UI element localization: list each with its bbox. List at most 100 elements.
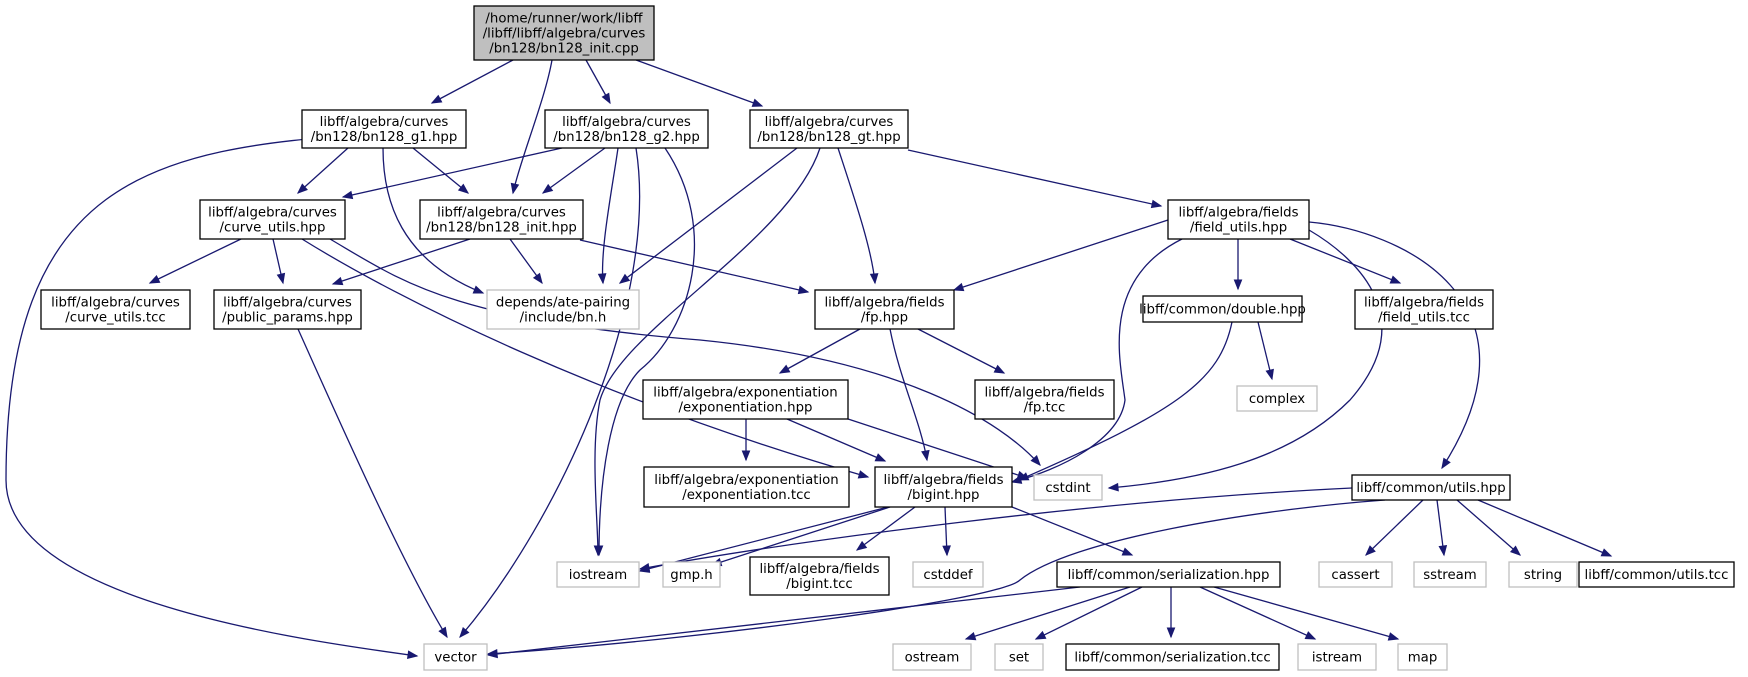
node-label-line: iostream bbox=[569, 568, 627, 583]
node-label-line: cstdint bbox=[1045, 481, 1090, 496]
node-label-line: /curve_utils.tcc bbox=[65, 311, 165, 326]
node-label-line: sstream bbox=[1423, 568, 1477, 583]
edge-gt-to-bn_h bbox=[618, 147, 798, 284]
node-box bbox=[544, 109, 709, 149]
edge-utils_hpp-to-cassert bbox=[1365, 499, 1424, 556]
node-label-line: /include/bn.h bbox=[520, 311, 607, 326]
edge-line bbox=[329, 238, 1041, 466]
node-g2[interactable]: libff/algebra/curves/bn128/bn128_g2.hpp bbox=[544, 109, 709, 149]
edge-arrowhead bbox=[1387, 632, 1400, 641]
edge-arrowhead bbox=[296, 183, 308, 194]
node-curve-utils-tcc[interactable]: libff/algebra/curves/curve_utils.tcc bbox=[40, 289, 191, 330]
node-utils-hpp[interactable]: libff/common/utils.hpp bbox=[1351, 474, 1511, 501]
node-utils-tcc[interactable]: libff/common/utils.tcc bbox=[1578, 561, 1735, 588]
node-fp-hpp[interactable]: libff/algebra/fields/fp.hpp bbox=[814, 289, 955, 330]
node-box bbox=[486, 289, 640, 330]
edge-g1-to-bn_h bbox=[382, 147, 485, 294]
edge-arrowhead bbox=[1441, 457, 1451, 470]
node-label-line: ostream bbox=[905, 651, 960, 666]
edge-line bbox=[594, 147, 821, 556]
dependency-edges bbox=[5, 59, 1613, 660]
node-label-line: /fp.hpp bbox=[861, 311, 908, 326]
edge-line bbox=[1011, 238, 1183, 483]
node-sstream: sstream bbox=[1413, 561, 1487, 588]
edge-g2-to-vector bbox=[459, 147, 641, 639]
edge-arrowhead bbox=[1030, 455, 1041, 467]
node-map: map bbox=[1397, 643, 1448, 671]
node-serialization-tcc[interactable]: libff/common/serialization.tcc bbox=[1065, 643, 1280, 671]
edge-line bbox=[297, 147, 349, 194]
node-public-params[interactable]: libff/algebra/curves/public_params.hpp bbox=[213, 289, 362, 330]
node-box bbox=[423, 643, 488, 671]
edge-curve_utils-to-curve_utils_tcc bbox=[148, 238, 242, 284]
edge-utils_hpp-to-iostream bbox=[638, 487, 1353, 572]
edge-arrowhead bbox=[1304, 631, 1317, 640]
edge-arrowhead bbox=[1389, 275, 1402, 284]
edge-arrowhead bbox=[593, 545, 603, 557]
edge-init_hpp-to-bn_h bbox=[509, 238, 543, 285]
node-exp-tcc[interactable]: libff/algebra/exponentiation/exponentiat… bbox=[643, 466, 850, 508]
node-box bbox=[1351, 474, 1511, 501]
edge-bigint_hpp-to-bigint_tcc bbox=[855, 506, 916, 551]
node-bigint-hpp[interactable]: libff/algebra/fields/bigint.hpp bbox=[874, 466, 1013, 508]
edge-utils_hpp-to-utils_tcc bbox=[1477, 499, 1613, 557]
edge-arrowhead bbox=[618, 273, 631, 284]
node-label-line: libff/algebra/fields bbox=[824, 296, 944, 311]
edge-line bbox=[542, 147, 606, 194]
edge-line bbox=[1018, 321, 1233, 481]
edge-field_utils-to-cstdint bbox=[1107, 229, 1383, 492]
node-init-hpp[interactable]: libff/algebra/curves/bn128/bn128_init.hp… bbox=[419, 199, 584, 240]
edge-serialization_hpp-to-set bbox=[1034, 586, 1143, 640]
node-serialization-hpp[interactable]: libff/common/serialization.hpp bbox=[1056, 561, 1281, 588]
node-exp-hpp[interactable]: libff/algebra/exponentiation/exponentiat… bbox=[642, 379, 849, 420]
node-field-utils[interactable]: libff/algebra/fields/field_utils.hpp bbox=[1167, 199, 1310, 240]
node-double[interactable]: libff/common/double.hpp bbox=[1139, 295, 1306, 323]
node-gt[interactable]: libff/algebra/curves/bn128/bn128_gt.hpp bbox=[749, 109, 909, 149]
edge-arrowhead bbox=[638, 563, 651, 572]
edge-arrowhead bbox=[486, 649, 498, 659]
edge-line bbox=[917, 328, 1005, 374]
node-fp-tcc[interactable]: libff/algebra/fields/fp.tcc bbox=[974, 379, 1115, 420]
node-label-line: libff/algebra/curves bbox=[562, 115, 691, 130]
edge-line bbox=[711, 506, 891, 566]
edge-line bbox=[786, 418, 886, 462]
node-label-line: gmp.h bbox=[670, 568, 713, 583]
edge-line bbox=[431, 59, 514, 104]
node-label-line: libff/algebra/curves bbox=[223, 296, 352, 311]
node-label-line: libff/algebra/fields bbox=[1178, 206, 1298, 221]
node-field-utils-tcc[interactable]: libff/algebra/fields/field_utils.tcc bbox=[1354, 289, 1494, 330]
node-box bbox=[814, 289, 955, 330]
edge-line bbox=[512, 59, 553, 194]
edge-g1-to-curve_utils bbox=[296, 147, 349, 194]
node-label-line: /curve_utils.hpp bbox=[220, 221, 326, 236]
edge-fp_hpp-to-bigint_hpp bbox=[889, 328, 930, 462]
edge-arrowhead bbox=[797, 285, 810, 295]
node-label-line: /bn128/bn128_g1.hpp bbox=[311, 130, 458, 145]
node-g1[interactable]: libff/algebra/curves/bn128/bn128_g1.hpp bbox=[301, 109, 467, 149]
node-box bbox=[1142, 295, 1303, 323]
node-label-line: libff/algebra/curves bbox=[208, 206, 337, 221]
edge-line bbox=[487, 586, 1081, 656]
file-nodes: /home/runner/work/libff/libff/libff/alge… bbox=[40, 5, 1735, 671]
node-cstddef: cstddef bbox=[912, 561, 984, 588]
node-bigint-tcc[interactable]: libff/algebra/fields/bigint.tcc bbox=[749, 556, 890, 596]
edge-line bbox=[1365, 499, 1424, 556]
node-label-line: libff/algebra/fields bbox=[1364, 296, 1484, 311]
node-label-line: /bn128/bn128_init.cpp bbox=[489, 42, 639, 57]
node-cassert: cassert bbox=[1318, 561, 1393, 588]
node-complex: complex bbox=[1236, 385, 1318, 412]
node-box bbox=[749, 109, 909, 149]
edge-arrowhead bbox=[952, 282, 965, 292]
edge-arrowhead bbox=[855, 540, 868, 551]
node-box bbox=[199, 199, 346, 240]
edge-line bbox=[5, 133, 418, 657]
edge-field_utils-to-double bbox=[1233, 239, 1243, 291]
edge-line bbox=[639, 487, 1353, 570]
edge-line bbox=[965, 586, 1131, 640]
edge-curve_utils-to-public_params bbox=[272, 238, 286, 285]
node-label-line: /bigint.tcc bbox=[786, 577, 852, 592]
node-box bbox=[1397, 643, 1448, 671]
node-curve-utils[interactable]: libff/algebra/curves/curve_utils.hpp bbox=[199, 199, 346, 240]
node-label-line: istream bbox=[1312, 651, 1362, 666]
